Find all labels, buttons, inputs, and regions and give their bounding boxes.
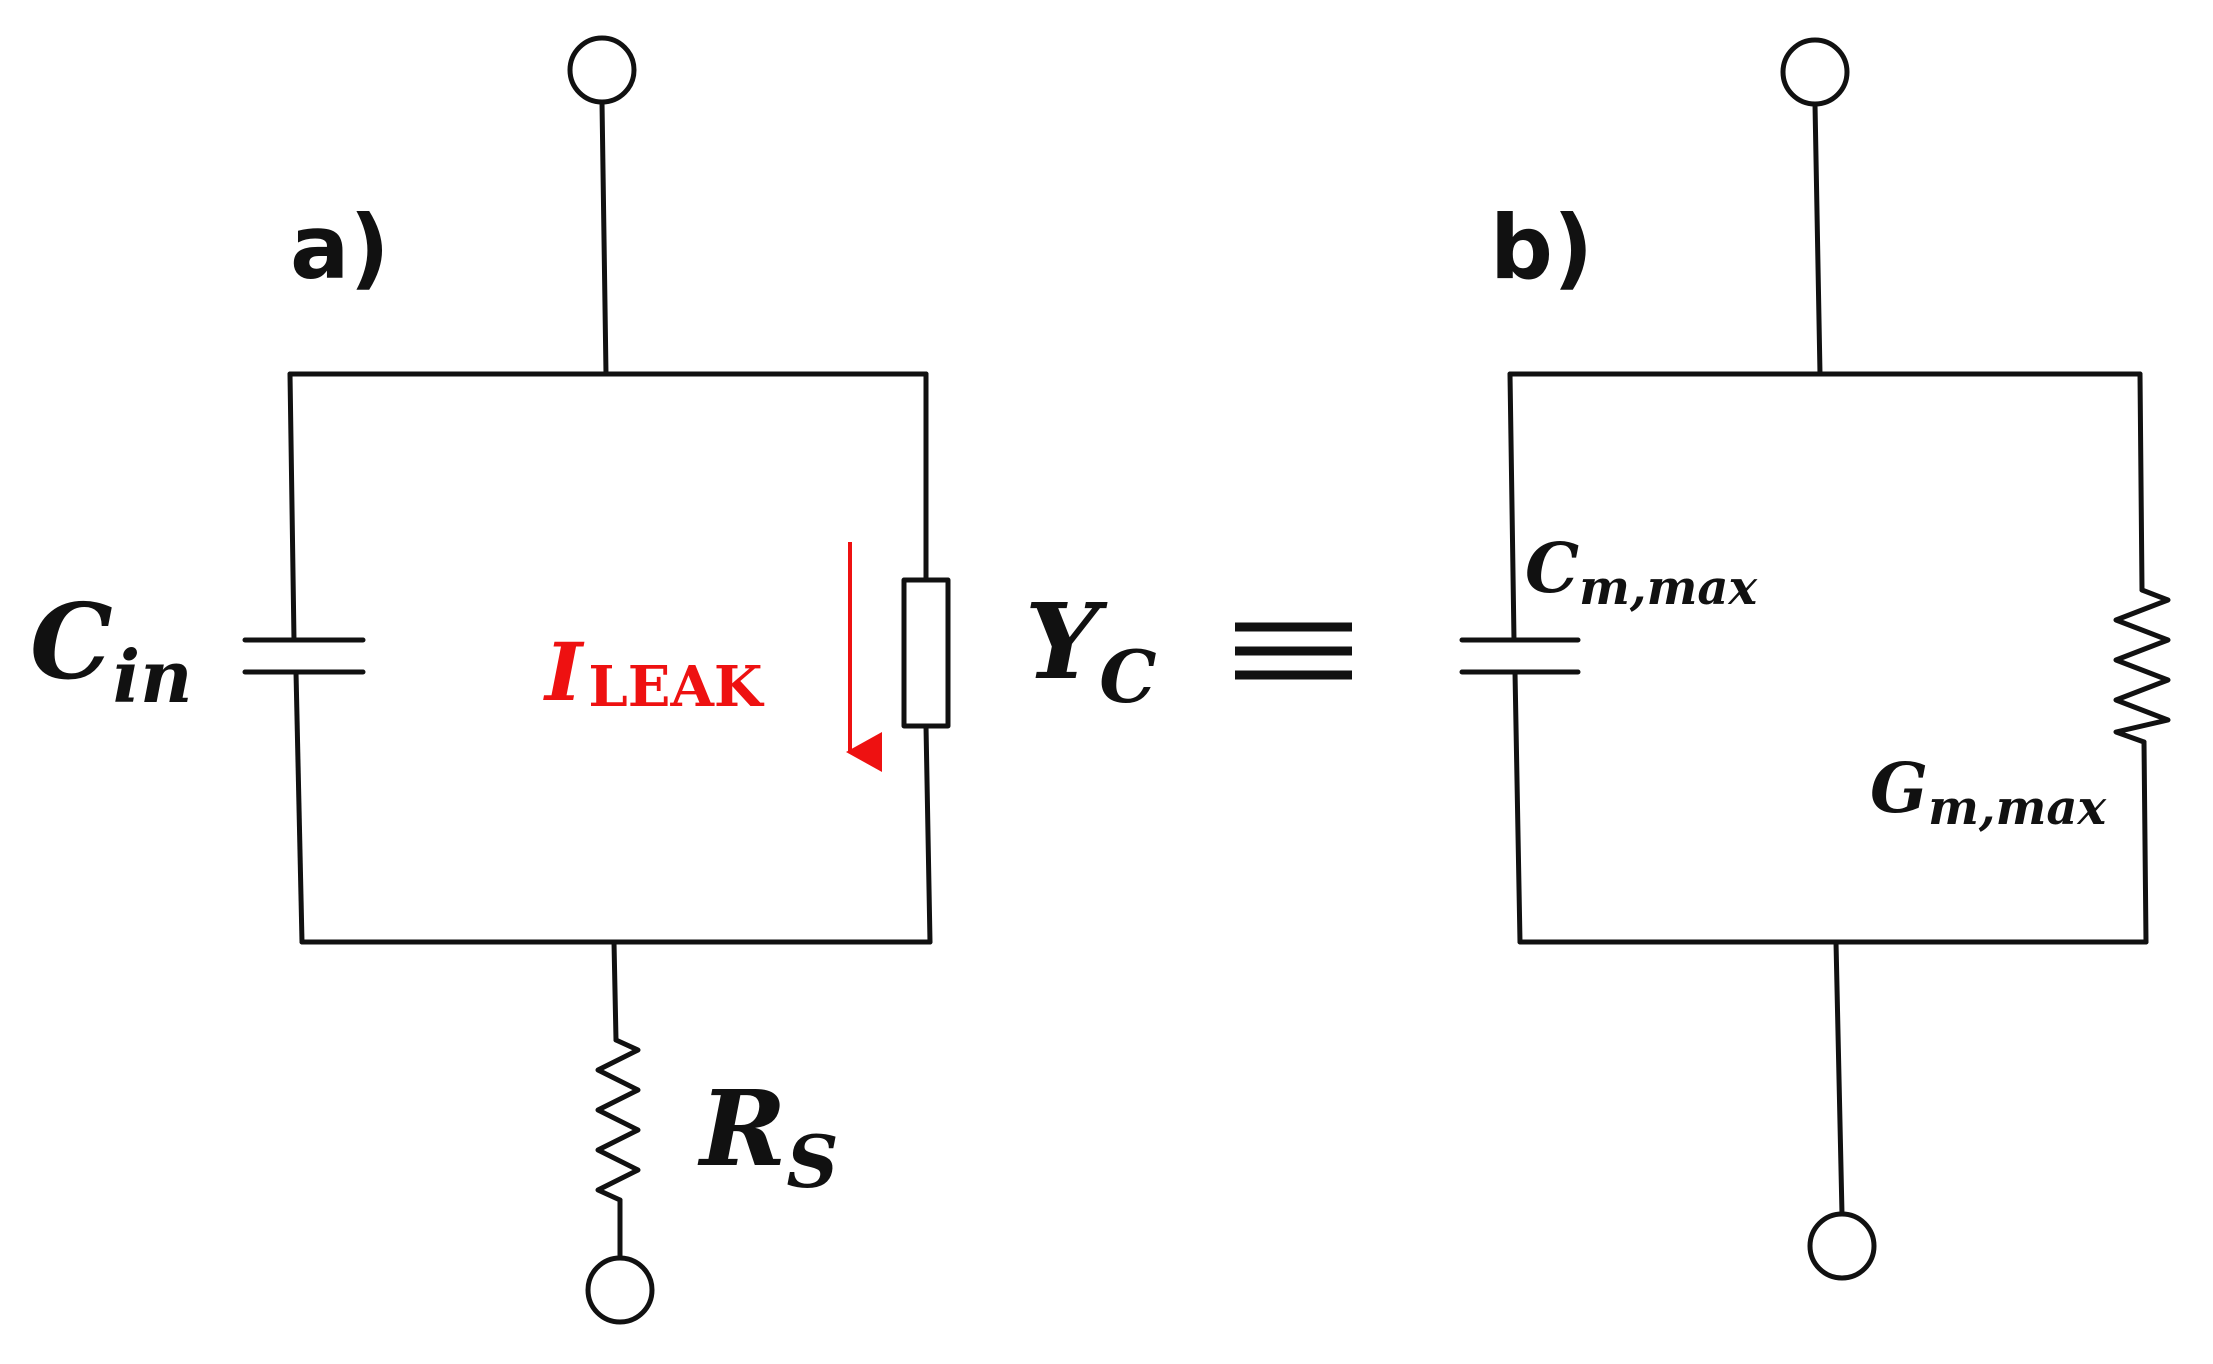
panel-b-left-wire-lower [1512, 669, 1523, 945]
equivalence-symbol [1235, 622, 1352, 680]
gm-label: Gm,max [1870, 749, 2107, 836]
panel-b-label: b) [1490, 196, 1593, 299]
panel-a-label: a) [290, 196, 390, 299]
rs-label: RS [697, 1067, 838, 1204]
panel-a-bottom-lead-upper [611, 939, 619, 1043]
panel-b-left-wire-upper [1507, 371, 1517, 643]
cm-label: Cm,max [1525, 529, 1759, 616]
yc-admittance-box [901, 577, 951, 729]
cin-label: Cin [30, 580, 192, 719]
yc-label: YC [1025, 580, 1157, 719]
panel-b-right-wire-upper [2137, 371, 2145, 593]
panel-b-bottom-lead [1833, 939, 1845, 1217]
rs-resistor-zigzag [595, 1037, 641, 1203]
panel-b-bottom-terminal [1807, 1211, 1877, 1281]
panel-a-top-lead [599, 99, 609, 377]
panel-a-left-wire-lower [293, 669, 305, 945]
panel-b-right-wire-lower [2141, 739, 2149, 945]
panel-b-top-terminal [1780, 37, 1850, 107]
gm-resistor-zigzag [2113, 587, 2171, 745]
panel-a-top-terminal [567, 35, 637, 105]
panel-a-left-wire-upper [287, 371, 297, 643]
panel-b: b) Cm,max Gm,max [1459, 37, 2171, 1281]
panel-b-top-lead [1812, 101, 1823, 377]
panel-a-right-wire-lower [923, 723, 933, 945]
panel-a-bottom-terminal [585, 1255, 655, 1325]
